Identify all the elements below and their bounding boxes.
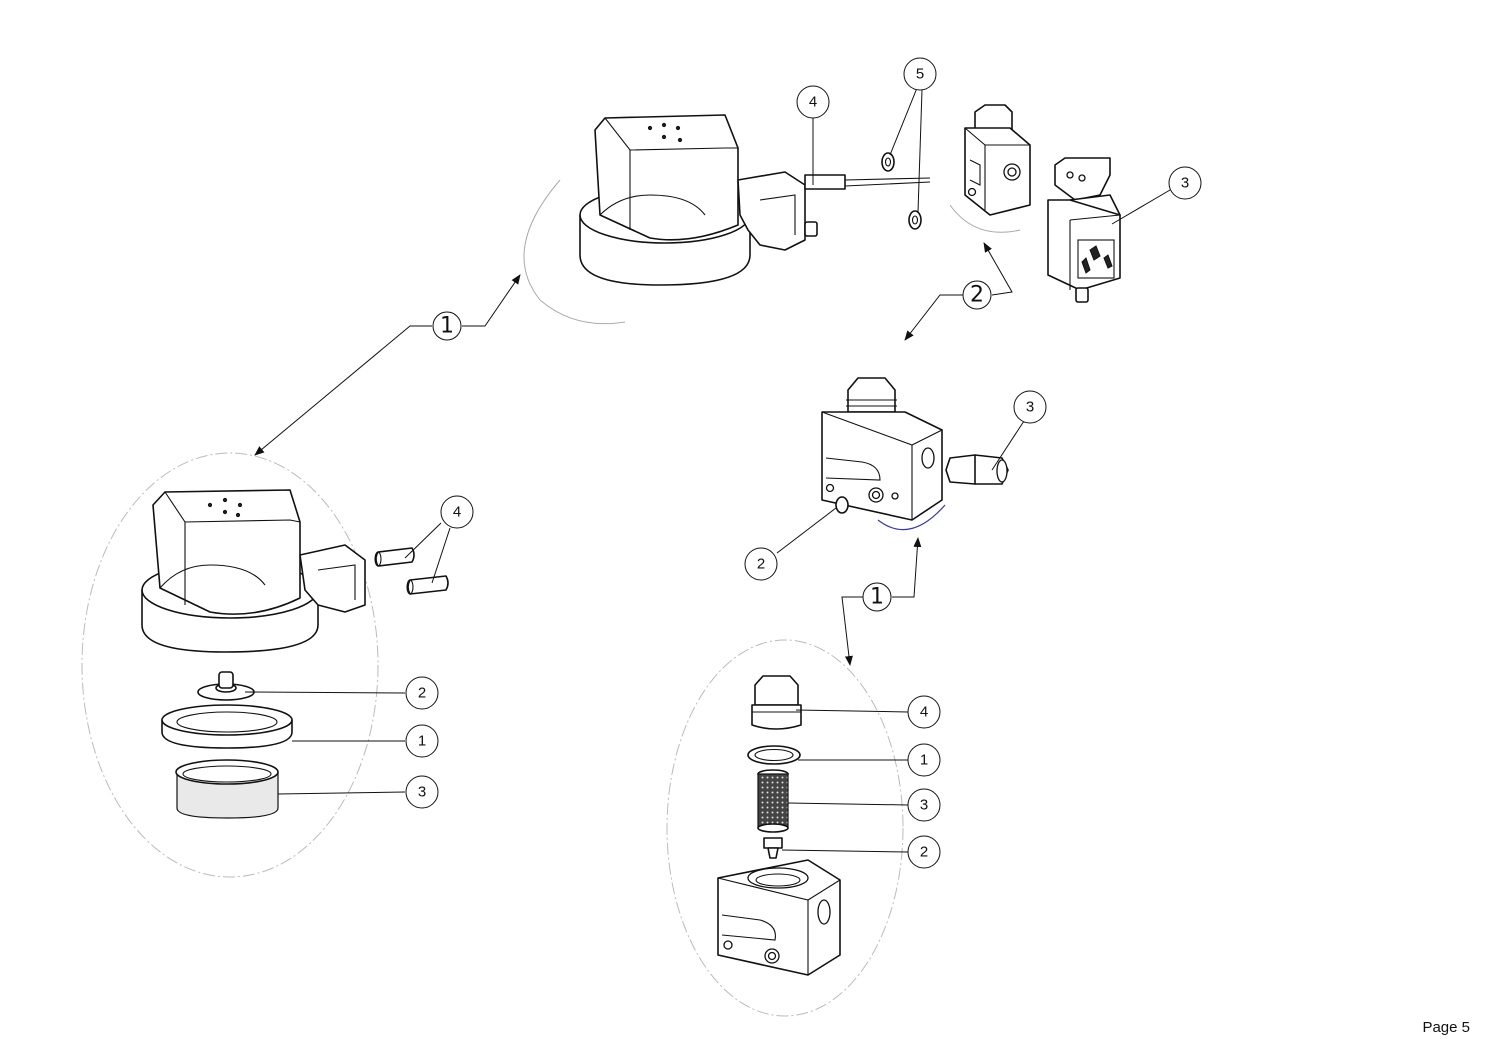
connector-plug <box>1047 157 1121 303</box>
filter-plug <box>751 675 802 730</box>
filter-oring <box>747 745 801 765</box>
svg-text:1: 1 <box>440 314 454 339</box>
svg-text:1: 1 <box>870 585 884 610</box>
balloon-left-4: 4 <box>440 495 474 529</box>
filter-nozzle <box>763 837 783 859</box>
svg-text:4: 4 <box>809 94 817 111</box>
filter-detail-boundary <box>666 639 904 1017</box>
svg-text:4: 4 <box>453 504 461 521</box>
svg-text:3: 3 <box>1026 399 1034 416</box>
balloon-top-5: 5 <box>903 57 937 91</box>
svg-text:3: 3 <box>1181 175 1189 192</box>
balloon-top-4: 4 <box>796 85 830 119</box>
svg-text:1: 1 <box>418 733 426 750</box>
valve-block <box>821 377 943 521</box>
pin-pair <box>374 547 449 595</box>
leader-lines <box>244 87 1171 853</box>
balloon-left-3: 3 <box>405 775 439 809</box>
svg-text:2: 2 <box>418 685 426 702</box>
svg-text:2: 2 <box>757 556 765 573</box>
cup <box>175 759 279 819</box>
svg-text:2: 2 <box>920 844 928 861</box>
left-detail-boundary <box>81 452 379 878</box>
balloon-valve-3: 3 <box>1013 390 1047 424</box>
balloon-filter-2: 2 <box>907 835 941 869</box>
svg-text:3: 3 <box>920 797 928 814</box>
filter-block <box>717 859 841 976</box>
balloon-filter-4: 4 <box>907 695 941 729</box>
balloon-left-1: 1 <box>405 724 439 758</box>
svg-text:4: 4 <box>920 704 928 721</box>
pump-head-exploded <box>141 489 366 653</box>
balloon-top-3: 3 <box>1168 166 1202 200</box>
filter-mesh <box>757 769 789 833</box>
ring <box>161 704 293 749</box>
svg-text:5: 5 <box>916 66 924 83</box>
balloon-top-2: 2 <box>962 280 992 310</box>
washer-pair <box>881 152 922 230</box>
balloon-filter-3: 3 <box>907 788 941 822</box>
balloon-filter-1: 1 <box>907 743 941 777</box>
pump-head-assembly <box>579 114 931 286</box>
svg-text:3: 3 <box>418 784 426 801</box>
balloon-valve-2: 2 <box>744 547 778 581</box>
balloon-top-1: 1 <box>432 311 462 341</box>
page-number: Page 5 <box>1422 1019 1470 1036</box>
balloon-valve-1: 1 <box>862 582 892 612</box>
svg-text:2: 2 <box>970 283 984 308</box>
fitting <box>945 454 1009 485</box>
diaphragm <box>197 671 255 701</box>
balloon-left-2: 2 <box>405 676 439 710</box>
valve-block-small <box>964 104 1031 216</box>
svg-text:1: 1 <box>920 752 928 769</box>
